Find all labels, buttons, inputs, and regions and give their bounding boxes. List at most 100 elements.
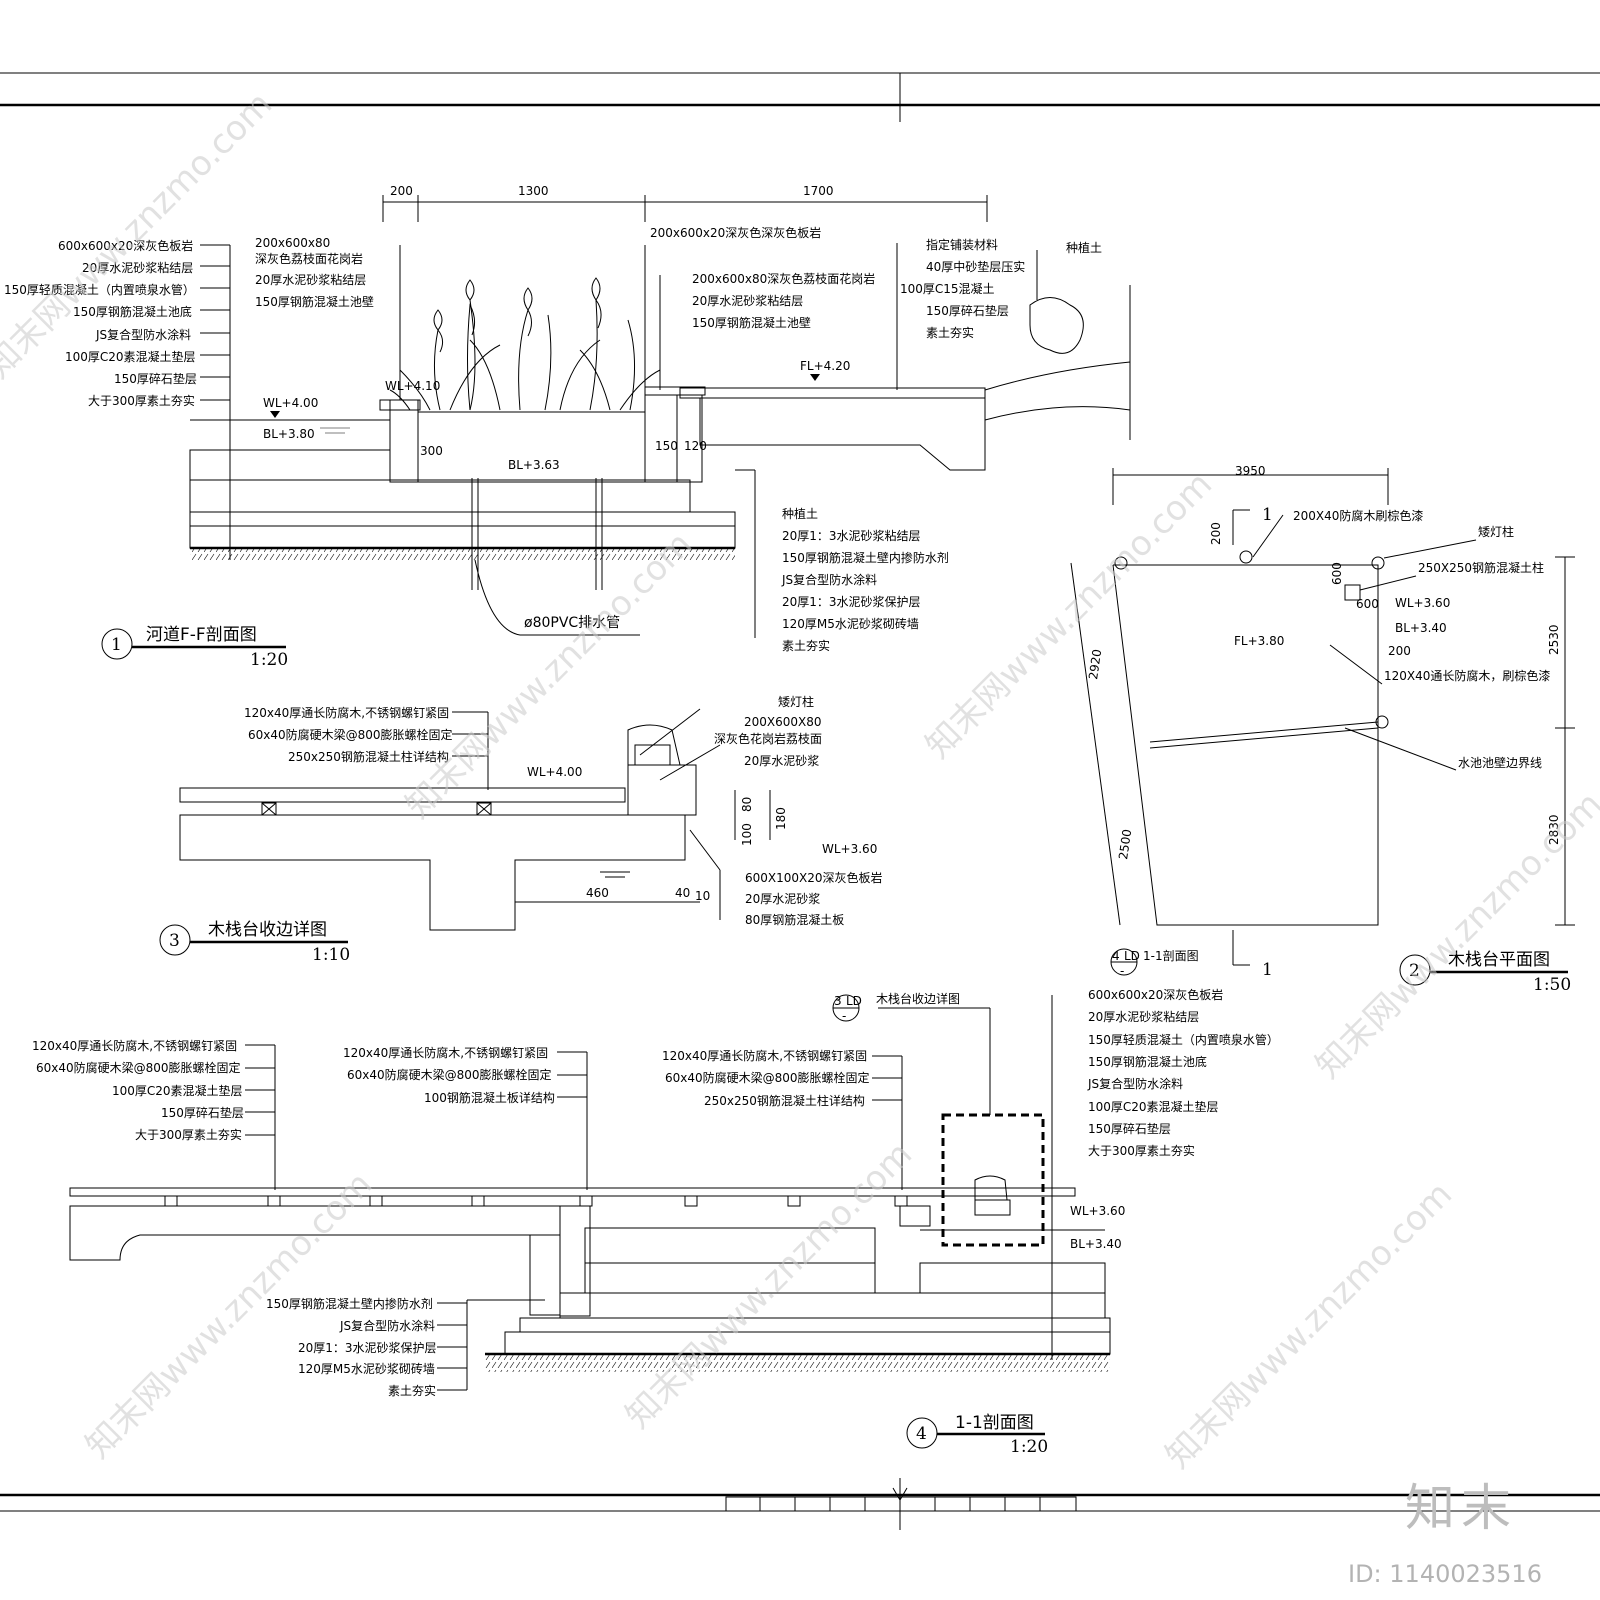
d1-label: 100厚C20素混凝土垫层: [65, 349, 196, 364]
d1-top-label: 200x600x20深灰色深灰色板岩: [650, 225, 821, 240]
d4-ref-dash: -: [842, 1009, 846, 1023]
d4-level: WL+3.60: [1070, 1204, 1125, 1218]
d1-light-concrete: [189, 449, 391, 481]
d4-label: 大于300厚素土夯实: [135, 1127, 242, 1142]
d4-label: 150厚碎石垫层: [161, 1105, 244, 1120]
d3-lamp-post: [627, 724, 681, 766]
d3-number-circle: [159, 924, 191, 956]
d1-label: 20厚水泥砂浆粘结层: [255, 272, 366, 287]
d1-label: 20厚1：3水泥砂浆粘结层: [782, 528, 921, 543]
d2-label: 水池池壁边界线: [1458, 755, 1542, 770]
d4-label: 大于300厚素土夯实: [1088, 1143, 1195, 1158]
d3-dim: 460: [586, 886, 609, 900]
d4-label: 60x40防腐硬木梁@800膨胀螺栓固定: [665, 1070, 870, 1085]
d2-label: 矮灯柱: [1478, 524, 1514, 539]
d3-levels: WL+4.00 WL+3.60: [527, 765, 877, 856]
d4-pool-gravel: [584, 1262, 876, 1294]
d3-label: 80厚钢筋混凝土板: [745, 912, 844, 927]
brand-logo: 知末: [1405, 1479, 1517, 1537]
d1-dim: 120: [684, 439, 707, 453]
d2-label: BL+3.40: [1395, 621, 1447, 635]
d4-label: JS复合型防水涂料: [1087, 1076, 1183, 1091]
d2-dim: 3950: [1235, 464, 1266, 478]
d1-label: 20厚水泥砂浆粘结层: [692, 293, 803, 308]
d1-scale: 1:20: [250, 650, 288, 670]
d1-planter-wall-left: [389, 399, 419, 483]
d4-title: 1-1剖面图: [955, 1413, 1034, 1433]
d3-concrete-slab: [179, 814, 686, 931]
d4-label: 20厚1：3水泥砂浆保护层: [298, 1340, 437, 1355]
d4-label: 150厚钢筋混凝土壁内掺防水剂: [266, 1296, 433, 1311]
diagram-2-deck-plan: 3950 1 1 200 2920 2500 2530 2830 600 600…: [1070, 464, 1575, 995]
d4-label: 150厚碎石垫层: [1088, 1121, 1171, 1136]
d2-labels: 200X40防腐木刷棕色漆 矮灯柱 250X250钢筋混凝土柱 WL+3.60 …: [1252, 508, 1550, 771]
d1-planting-mound: [984, 361, 1131, 421]
d2-dim: 600: [1356, 597, 1379, 611]
d3-title: 木栈台收边详图: [208, 920, 327, 940]
d4-label: 100厚C20素混凝土垫层: [1088, 1099, 1219, 1114]
d3-label: 20厚水泥砂浆: [745, 891, 820, 906]
d2-section-mark: 1: [1262, 960, 1273, 980]
d4-scale: 1:20: [1010, 1437, 1048, 1457]
title-block-strip: [725, 1496, 1077, 1512]
d1-coping-stone: [379, 399, 421, 411]
d2-dim: 2830: [1547, 814, 1561, 845]
d1-dim: 300: [420, 444, 443, 458]
diagram-4-section-1-1: 3 LD - 木栈台收边详图 120x40厚通长防腐木,不锈钢螺钉紧固 60x4…: [32, 987, 1279, 1457]
d1-plants: [389, 277, 661, 411]
d2-pool-wall-line: [1149, 721, 1379, 743]
d4-label: 60x40防腐硬木梁@800膨胀螺栓固定: [36, 1060, 241, 1075]
d3-leaders: [452, 708, 771, 920]
d2-number: 2: [1409, 961, 1420, 981]
d1-label: 指定铺装材料: [926, 237, 998, 252]
d1-label: 种植土: [782, 506, 818, 521]
d1-paving-base: [699, 397, 986, 471]
d1-soil-label: 种植土: [1066, 240, 1102, 255]
d2-ref-sheet: LD: [1124, 949, 1140, 963]
d1-label: 40厚中砂垫层压实: [926, 259, 1025, 274]
d1-level: WL+4.00: [263, 396, 318, 410]
d2-label: 120X40通长防腐木，刷棕色漆: [1384, 668, 1550, 683]
d1-label: 150厚钢筋混凝土池底: [73, 304, 192, 319]
d1-label: JS复合型防水涂料: [781, 572, 877, 587]
d4-soil: [485, 1354, 1110, 1372]
d1-label: 素土夯实: [782, 638, 830, 653]
d3-label: 矮灯柱: [778, 694, 814, 709]
d1-label: 150厚轻质混凝土（内置喷泉水管）: [4, 282, 195, 297]
d4-label: JS复合型防水涂料: [339, 1318, 435, 1333]
d2-label: 250X250钢筋混凝土柱: [1418, 560, 1544, 575]
d1-title: 河道F-F剖面图: [146, 625, 257, 645]
d1-level: WL+4.10: [385, 379, 440, 393]
d1-dim-200: 200: [390, 184, 413, 198]
d4-label: 150厚钢筋混凝土池底: [1088, 1054, 1207, 1069]
d4-detail-callout: [941, 1113, 1045, 1247]
d3-bottom-labels: 600X100X20深灰色板岩 20厚水泥砂浆 80厚钢筋混凝土板: [745, 870, 883, 927]
d4-label: 20厚水泥砂浆粘结层: [1088, 1009, 1199, 1024]
d2-title-block: 2 木栈台平面图 1:50: [1399, 950, 1571, 995]
d2-dim: 200: [1209, 522, 1223, 545]
d4-wall: [559, 1205, 591, 1317]
d4-label: 120x40厚通长防腐木,不锈钢螺钉紧固: [662, 1048, 867, 1063]
d1-label: 20厚水泥砂浆粘结层: [82, 260, 193, 275]
d2-title: 木栈台平面图: [1448, 950, 1550, 970]
d4-wall-left: [529, 1234, 561, 1316]
d2-label: 200X40防腐木刷棕色漆: [1293, 508, 1423, 523]
d1-number: 1: [111, 635, 122, 655]
d4-ref-number: 3: [834, 994, 842, 1008]
d1-shrub: [1029, 297, 1084, 354]
d2-deck-outline: [1112, 564, 1379, 926]
d4-ref-sheet: LD: [846, 994, 862, 1008]
d4-concrete-left: [69, 1205, 561, 1261]
d2-dim: 2920: [1086, 648, 1104, 680]
d1-label: 150厚钢筋混凝土池壁: [255, 294, 374, 309]
d3-dim: 180: [774, 807, 788, 830]
d3-number: 3: [169, 931, 180, 951]
d4-title-block: 4 1-1剖面图 1:20: [906, 1413, 1048, 1457]
d2-ref-number: 4: [1112, 949, 1120, 963]
d4-label: 120x40厚通长防腐木,不锈钢螺钉紧固: [343, 1045, 548, 1060]
d1-pipe-label: ø80PVC排水管: [524, 615, 620, 631]
d1-label: 大于300厚素土夯实: [88, 393, 195, 408]
d2-scale: 1:50: [1533, 975, 1571, 995]
d4-pool-floor: [919, 1262, 1106, 1294]
